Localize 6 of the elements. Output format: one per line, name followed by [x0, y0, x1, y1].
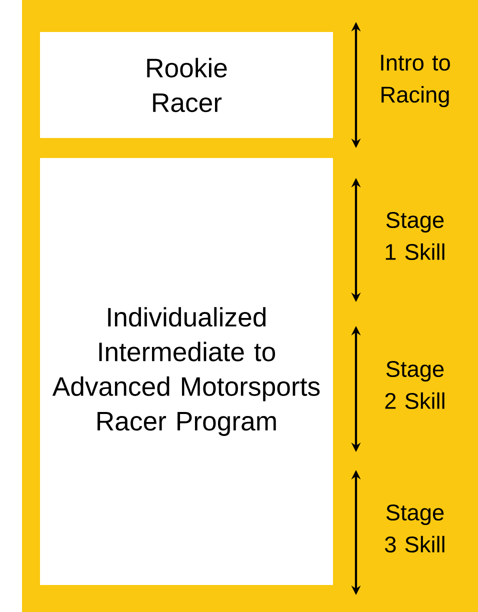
stage-label: Stage 3 Skill: [385, 504, 444, 553]
stage-label: Stage 1 Skill: [386, 212, 444, 260]
stage-label: Intro to Racing: [381, 54, 450, 108]
program-box: Individualized Intermediate to Advanced Motorsports Racer Program: [40, 158, 333, 585]
stage-label: Stage 2 Skill: [385, 360, 444, 410]
program-box: Rookie Racer: [40, 32, 333, 138]
